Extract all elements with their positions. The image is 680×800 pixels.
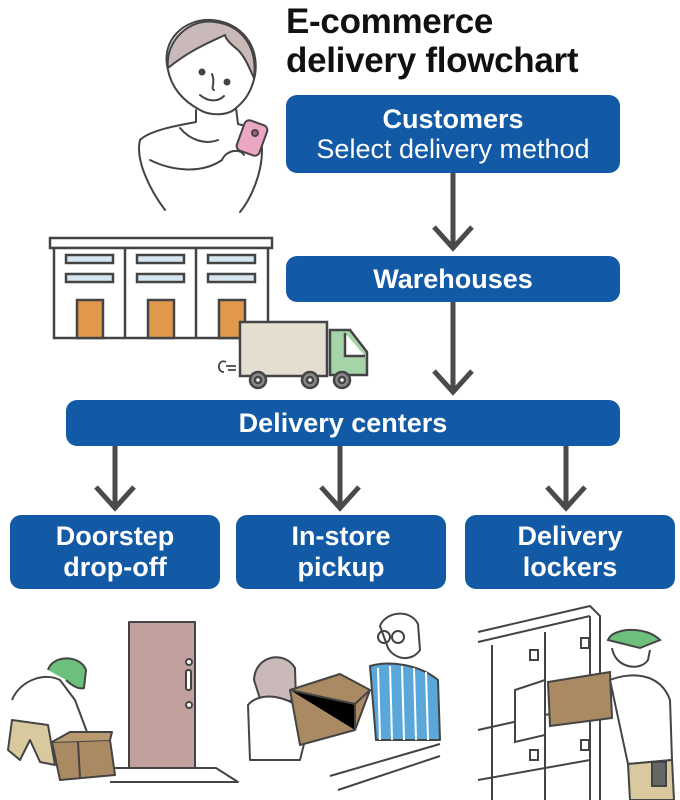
lockers-illustration (477, 604, 676, 800)
flow-arrows (94, 173, 587, 512)
title-line-2: delivery flowchart (286, 41, 579, 80)
arrow-centers-to-instore (319, 446, 361, 512)
truck-illustration (218, 320, 369, 390)
arrow-centers-to-lockers (545, 446, 587, 512)
node-instore-line-1: In-store (291, 521, 391, 551)
arrow-warehouses-to-centers (432, 302, 474, 396)
node-warehouses-label: Warehouses (373, 263, 533, 294)
page-title: E-commerce delivery flowchart (286, 2, 579, 80)
node-customers: Customers Select delivery method (286, 95, 620, 173)
node-delivery-centers: Delivery centers (66, 400, 620, 446)
node-doorstep-line-1: Doorstep (55, 521, 175, 551)
arrow-centers-to-doorstep (94, 446, 136, 512)
node-delivery-lockers: Delivery lockers (465, 515, 675, 589)
node-customers-label: Customers (382, 104, 524, 134)
node-doorstep-dropoff: Doorstep drop-off (10, 515, 220, 589)
node-delivery-centers-label: Delivery centers (238, 407, 448, 438)
arrow-customers-to-warehouses (432, 173, 474, 252)
node-lockers-line-2: lockers (522, 552, 618, 582)
node-doorstep-line-2: drop-off (63, 552, 167, 582)
node-warehouses: Warehouses (286, 256, 620, 302)
node-instore-line-2: pickup (297, 552, 385, 582)
node-lockers-line-1: Delivery (517, 521, 623, 551)
node-instore-pickup: In-store pickup (236, 515, 446, 589)
instore-illustration (247, 612, 441, 791)
doorstep-illustration (7, 621, 239, 783)
warehouse-illustration (48, 236, 274, 340)
node-customers-sublabel: Select delivery method (316, 134, 590, 164)
customer-illustration (138, 18, 269, 213)
title-line-1: E-commerce (286, 2, 494, 41)
